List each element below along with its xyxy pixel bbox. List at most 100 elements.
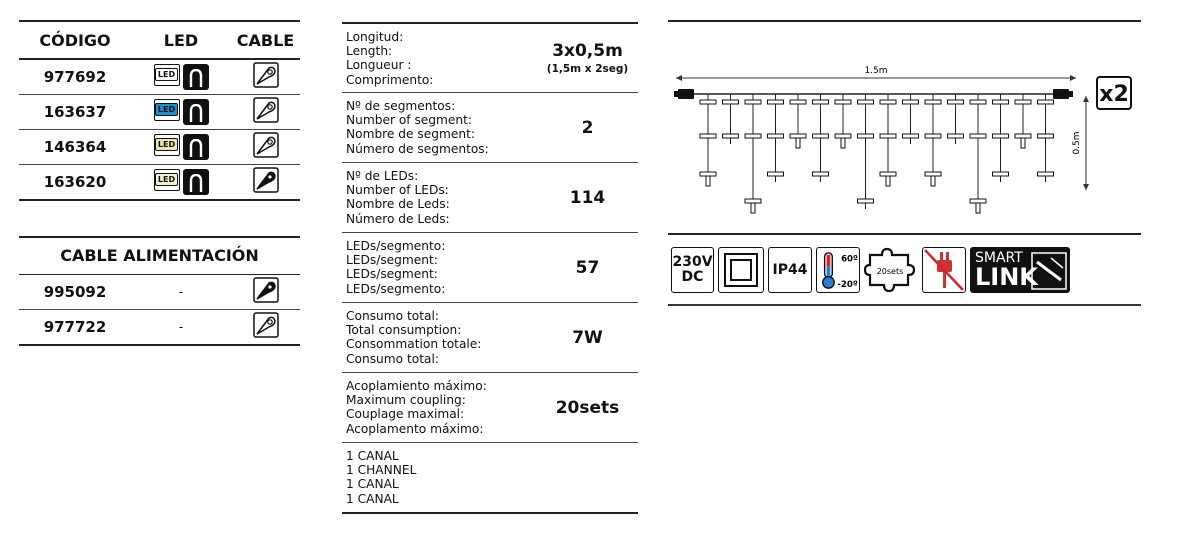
svg-text:60º: 60º [841, 254, 858, 264]
puzzle-coupling-icon: 20sets [863, 247, 918, 293]
spec-subvalue: (1,5m x 2seg) [546, 63, 629, 75]
spec-row: Consumo total:Total consumption:Consomma… [342, 302, 638, 372]
led-color-icon: LED [153, 168, 180, 191]
spec-label: Total consumption: [346, 323, 462, 338]
led-tip [975, 202, 981, 214]
code-row: 977692 LED [19, 60, 300, 95]
led-bulb [699, 99, 717, 105]
led-bulb [1037, 171, 1054, 177]
led-tip [750, 202, 756, 214]
led-bulb [699, 171, 717, 177]
icicle-light-diagram: 1.5m 0.5m [674, 66, 1089, 214]
pack-quantity-badge: x2 [1096, 76, 1132, 110]
led-bulb [722, 133, 739, 139]
led-bulb [924, 99, 942, 105]
spec-label: Number of LEDs: [346, 183, 449, 198]
spec-label: 1 CHANNEL [346, 463, 417, 478]
spec-label: Nombre de segment: [346, 127, 475, 142]
led-bulb [789, 99, 807, 105]
height-dimension-label: 0.5m [1072, 131, 1082, 154]
spec-value: 3x0,5m [552, 41, 623, 61]
led-bulb [857, 99, 874, 105]
product-code: 977722 [43, 318, 107, 336]
icicle-hook-icon [182, 133, 209, 160]
power-cable-title: CABLE ALIMENTACIÓN [60, 245, 259, 265]
spec-label: 1 CANAL [346, 449, 399, 463]
led-bulb [924, 133, 942, 139]
header-code: CÓDIGO [39, 30, 111, 50]
led-bulb [789, 133, 807, 139]
led-bulb [879, 171, 897, 177]
led-bulb [1037, 133, 1054, 139]
led-bulb [767, 99, 784, 105]
cable-color-icon [231, 96, 300, 127]
spec-row: LEDs/segmento:LEDs/segment:LEDs/segment:… [342, 232, 638, 302]
product-code: 163637 [43, 102, 107, 121]
spec-label: LEDs/segmento: [346, 239, 446, 253]
led-bulb [992, 133, 1009, 139]
led-bulb [767, 133, 784, 139]
header-cable: CABLE [236, 30, 295, 50]
spec-label: Nº de LEDs: [346, 169, 419, 183]
led-bulb [834, 133, 852, 139]
spec-label: Número de Leds: [346, 211, 450, 226]
cable-color-icon [231, 131, 300, 162]
code-table-header: CÓDIGO LED CABLE [19, 22, 300, 58]
spec-label: Consumo total: [346, 309, 439, 323]
led-tip [840, 137, 846, 149]
spec-label: Maximum coupling: [346, 393, 466, 408]
output-connector [1053, 89, 1069, 99]
led-bulb [947, 133, 964, 139]
thermometer-icon: 60º -20º [816, 247, 860, 293]
product-code: 977692 [43, 67, 107, 86]
led-placeholder: - [178, 285, 184, 299]
spec-value: 114 [569, 187, 606, 208]
led-tip [1020, 137, 1026, 149]
spec-label: Nombre de Leds: [346, 197, 450, 212]
spec-label: Length: [346, 44, 393, 59]
power-cable-row: 995092- [19, 275, 300, 310]
ip44-icon: IP44 [768, 247, 812, 293]
spec-label: Longitud: [346, 30, 404, 44]
led-bulb [992, 171, 1009, 177]
led-bulb [1014, 99, 1032, 105]
led-tip [930, 175, 936, 187]
led-bulb [812, 171, 829, 177]
led-bulb [857, 133, 874, 139]
led-bulb [879, 99, 897, 105]
power-cable-row: 977722- [19, 310, 300, 345]
spec-label: Nº de segmentos: [346, 99, 456, 113]
led-bulb [857, 198, 874, 204]
cable-color-icon [231, 277, 300, 307]
cable-color-icon [231, 312, 300, 342]
spec-label: LEDs/segment: [346, 253, 438, 268]
led-bulb [992, 99, 1009, 105]
spec-value: 7W [572, 327, 603, 348]
spec-table: Longitud:Length:Longueur :Comprimento:3x… [342, 22, 638, 514]
spec-label: Consumo total: [346, 351, 439, 366]
spec-row: Acoplamiento máximo:Maximum coupling:Cou… [342, 372, 638, 442]
led-color-icon: LED [153, 63, 180, 86]
led-bulb [969, 133, 987, 139]
icicle-hook-icon [182, 63, 209, 90]
led-color-icon: LED [153, 98, 180, 121]
input-connector [678, 89, 694, 99]
icicle-hook-icon [182, 98, 209, 125]
spec-label: Número de segmentos: [346, 141, 489, 156]
led-tip [705, 175, 711, 187]
cable-color-icon [231, 166, 300, 197]
spec-label: Acoplamiento máximo: [346, 379, 487, 393]
led-bulb [812, 133, 829, 139]
led-bulb [834, 99, 852, 105]
led-bulb [744, 198, 762, 204]
led-color-icon: LED [153, 133, 180, 156]
width-dimension-label: 1.5m [864, 66, 887, 76]
svg-text:-20º: -20º [837, 280, 857, 290]
spec-value: 2 [581, 117, 594, 138]
led-bulb [744, 99, 762, 105]
cable-color-icon [231, 61, 300, 92]
